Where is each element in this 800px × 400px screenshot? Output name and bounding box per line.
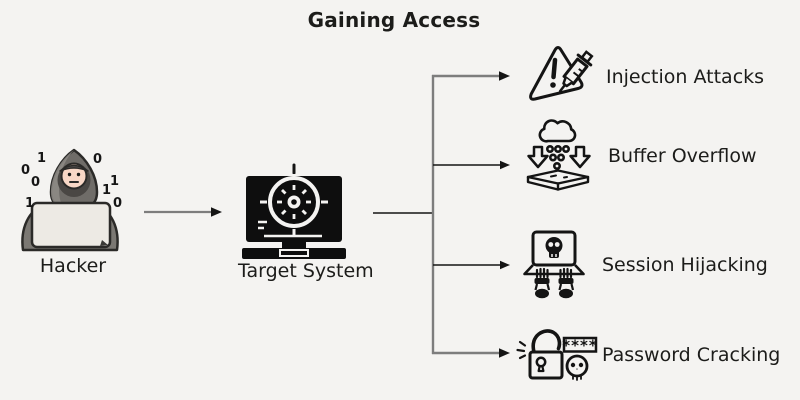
arrow-to-buffer-overflow: [433, 160, 510, 170]
attack-row-session-hijacking: Session Hijacking: [518, 230, 768, 300]
attack-label-injection: Injection Attacks: [606, 66, 765, 88]
binary-digit: 1: [37, 151, 47, 166]
attack-label-session-hijacking: Session Hijacking: [602, 254, 768, 276]
skull-icon: [545, 237, 563, 258]
binary-digit: 0: [113, 196, 123, 211]
attack-row-buffer-overflow: Buffer Overflow: [524, 118, 757, 194]
attack-label-buffer-overflow: Buffer Overflow: [608, 145, 757, 167]
arrow-to-password-cracking: [432, 348, 510, 358]
warning-triangle-syringe-icon: [529, 46, 594, 101]
typing-hands: [534, 267, 575, 299]
binary-digit: 0: [21, 163, 31, 178]
hacker-node: 1 0 0 1 0 1 1 0 Hacker: [14, 146, 132, 286]
binary-digit: 0: [93, 152, 103, 167]
binary-digit: 1: [25, 196, 35, 211]
target-system-label: Target System: [238, 260, 374, 282]
binary-digit: 1: [110, 174, 120, 189]
skull-laptop-hands-icon: [523, 230, 585, 299]
attack-label-password-cracking: Password Cracking: [602, 344, 781, 366]
arrow-hacker-to-target: [144, 207, 222, 217]
attack-row-injection: Injection Attacks: [524, 42, 764, 112]
cracked-padlock-skull-icon: ****: [516, 329, 598, 381]
binary-digit: 0: [31, 175, 41, 190]
target-system-node: Target System: [238, 158, 374, 288]
crosshair-monitor-icon: [242, 163, 346, 259]
password-field: ****: [562, 337, 598, 355]
binary-digit: 1: [102, 183, 112, 198]
hacker-label: Hacker: [39, 255, 107, 277]
password-mask-text: ****: [562, 337, 597, 355]
skull-icon: [565, 354, 589, 381]
attack-row-password-cracking: **** Password Cracking: [514, 324, 780, 386]
arrow-to-session-hijacking: [433, 260, 510, 270]
hooded-hacker-laptop-icon: [21, 148, 119, 252]
page-title: Gaining Access: [307, 8, 481, 32]
arrow-to-injection: [432, 71, 510, 81]
syringe-icon: [558, 50, 594, 93]
overflow-cloud-arrows-icon: [526, 119, 591, 191]
